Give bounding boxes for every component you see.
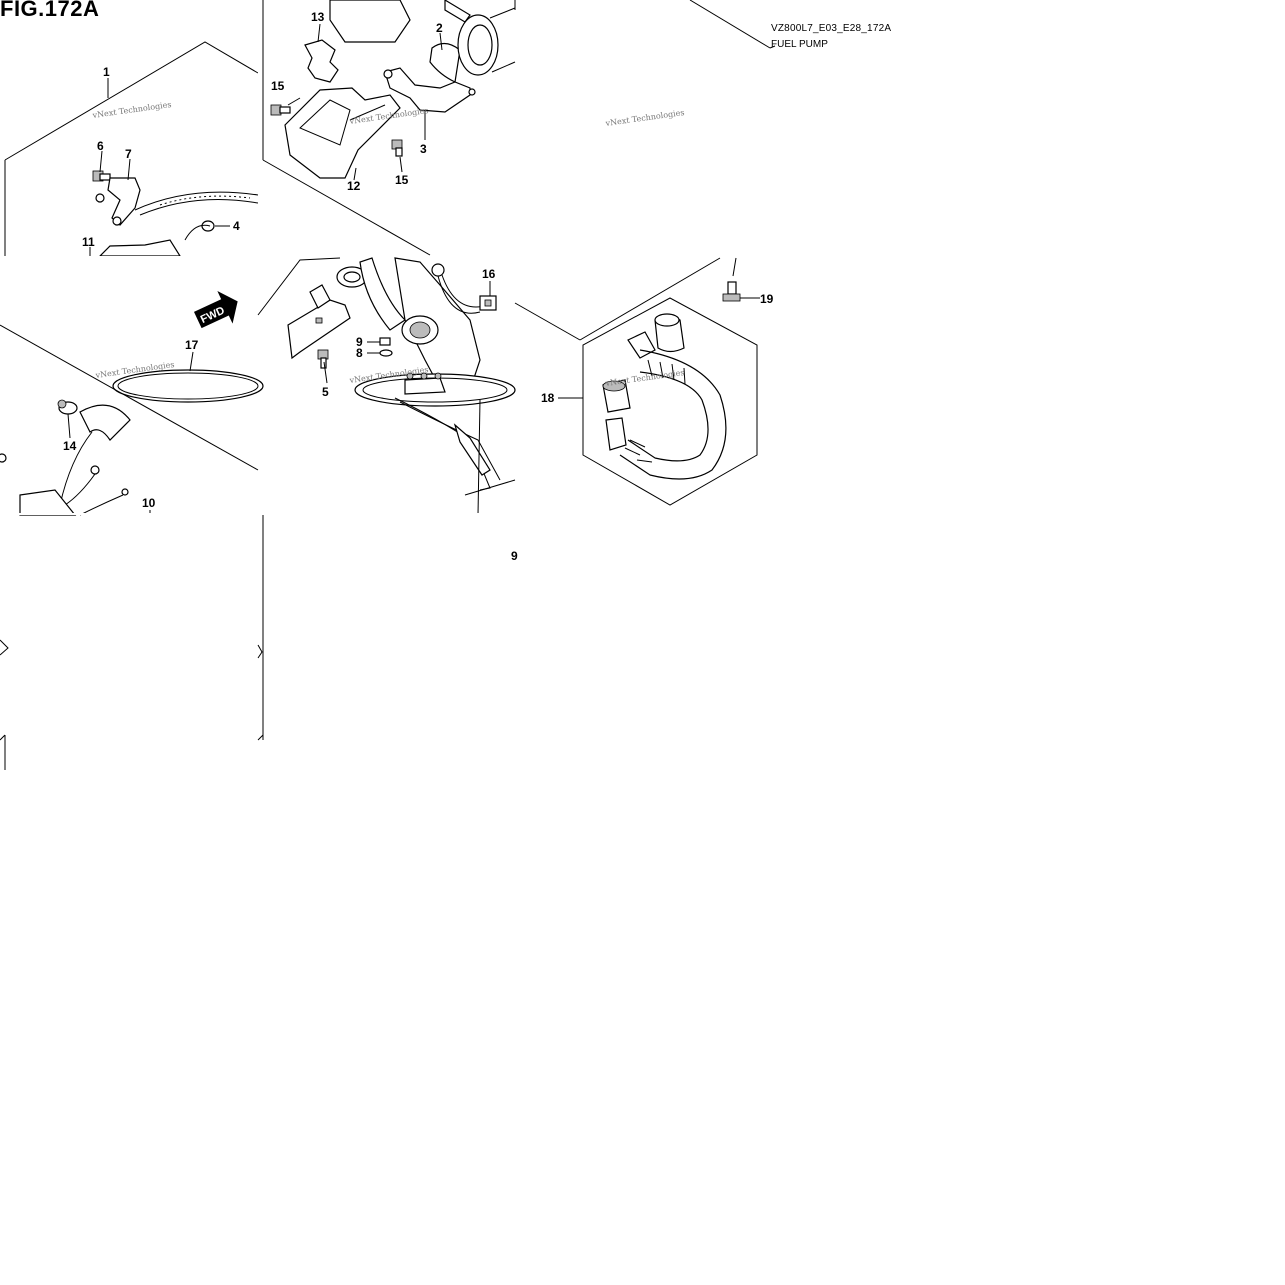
- fwd-arrow-badge: FWD: [193, 291, 238, 329]
- callout-15-left: 15: [271, 79, 285, 93]
- caption-leader: [689, 0, 776, 49]
- part-pump-ring: [457, 7, 516, 76]
- callout-8: 8: [356, 346, 363, 360]
- part-band: [134, 191, 259, 216]
- hose-detail-frame: [582, 297, 758, 506]
- assembly-outline: [0, 0, 721, 770]
- callout-10: 10: [142, 496, 156, 510]
- diagram-code: VZ800L7_E03_E28_172A: [771, 23, 892, 34]
- part-hose-left: [59, 404, 131, 506]
- part-16-connector: [479, 282, 497, 311]
- part-9-nut: [379, 337, 391, 346]
- part-6-bolt: [92, 170, 111, 182]
- part-3-bracket: [383, 67, 476, 113]
- part-pump-bracket-plate: [287, 284, 351, 360]
- leader-lines: [67, 23, 760, 515]
- callout-19: 19: [760, 292, 774, 306]
- part-11-pump-body: [98, 239, 182, 257]
- callout-17: 17: [185, 338, 199, 352]
- watermark-1: vNext Technologies: [91, 100, 172, 120]
- part-4-clip: [184, 220, 215, 241]
- part-8-washer: [379, 349, 393, 357]
- watermark-3: vNext Technologies: [604, 108, 685, 128]
- part-10-wiring: [0, 453, 263, 659]
- part-2-cushion: [429, 42, 461, 83]
- part-12-cover: [284, 87, 401, 179]
- part-19-bolt: [722, 257, 741, 302]
- part-14-clamp: [57, 399, 78, 415]
- callout-5: 5: [322, 385, 329, 399]
- part-upper-housing: [329, 0, 471, 43]
- callout-12: 12: [347, 179, 361, 193]
- callout-numbers: 1 2 3 4 5 6 7 8 9 10 11 12 13 14 15 15 1…: [63, 10, 774, 563]
- part-15-bolt-right: [391, 139, 403, 157]
- part-7-bracket: [95, 177, 141, 226]
- tile-gaps: [0, 0, 516, 515]
- callout-9-partial: 9: [511, 549, 518, 563]
- callout-13: 13: [311, 10, 325, 24]
- callout-9: 9: [356, 335, 363, 349]
- part-13-plate: [304, 39, 339, 83]
- callout-4: 4: [233, 219, 240, 233]
- figure-title: FIG.172A: [0, 0, 100, 21]
- callout-3: 3: [420, 142, 427, 156]
- part-5-bolt: [317, 349, 329, 369]
- part-15-bolt-left: [270, 104, 291, 116]
- callout-6: 6: [97, 139, 104, 153]
- diagram-caption: FUEL PUMP: [771, 39, 828, 50]
- central-pump-assembly: [257, 257, 489, 391]
- callout-16: 16: [482, 267, 496, 281]
- callout-11: 11: [82, 235, 95, 249]
- callout-14: 14: [63, 439, 77, 453]
- callout-18: 18: [541, 391, 555, 405]
- callout-1: 1: [103, 65, 110, 79]
- part-18-fuel-hose: [602, 313, 727, 480]
- watermark-6: vNext Technologies: [604, 368, 685, 388]
- callout-15-right: 15: [395, 173, 409, 187]
- part-pump-flange: [354, 372, 516, 516]
- callout-2: 2: [436, 21, 443, 35]
- part-17-gasket: [112, 369, 264, 403]
- callout-7: 7: [125, 147, 132, 161]
